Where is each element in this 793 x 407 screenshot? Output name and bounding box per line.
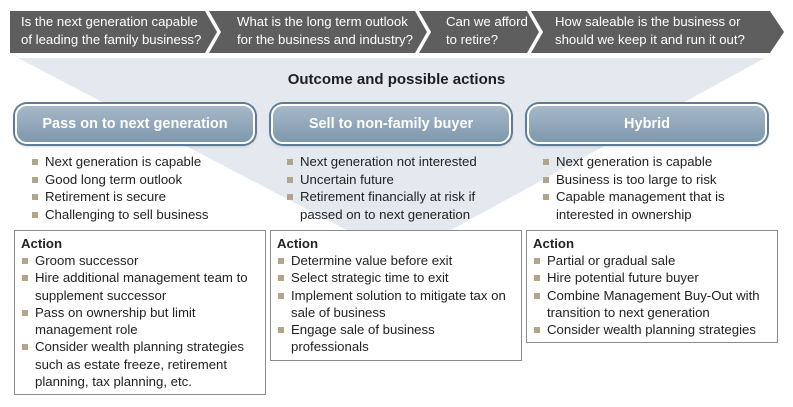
- condition-item: Uncertain future: [286, 171, 491, 189]
- action-heading: Action: [277, 236, 319, 251]
- condition-item: Next generation not interested: [286, 153, 491, 171]
- outcome-title: Outcome and possible actions: [287, 71, 506, 88]
- hybrid-action-box: Action Partial or gradual sale Hire pote…: [526, 230, 778, 344]
- condition-item: Good long term outlook: [31, 171, 231, 189]
- question-1: Is the next generation capable of leadin…: [21, 14, 202, 47]
- condition-item: Retirement financially at risk if passed…: [286, 188, 491, 223]
- pass-on-conditions: Next generation is capable Good long ter…: [31, 153, 231, 224]
- question-chevron-3: [419, 11, 539, 53]
- question-3: Can we afford to retire?: [446, 14, 528, 47]
- sell-conditions: Next generation not interested Uncertain…: [286, 153, 491, 224]
- hybrid-conditions: Next generation is capable Business is t…: [542, 153, 752, 224]
- condition-item: Next generation is capable: [31, 153, 231, 171]
- action-item: Combine Management Buy-Out with transiti…: [533, 287, 771, 322]
- action-item: Hire potential future buyer: [533, 269, 771, 286]
- action-item: Groom successor: [21, 252, 259, 269]
- action-heading: Action: [21, 236, 63, 251]
- action-item: Select strategic time to exit: [277, 269, 515, 286]
- action-item: Implement solution to mitigate tax on sa…: [277, 287, 515, 322]
- condition-item: Retirement is secure: [31, 188, 231, 206]
- outcome-pass-on-pill: Pass on to next generation: [15, 104, 255, 144]
- action-item: Partial or gradual sale: [533, 252, 771, 269]
- action-item: Hire additional management team to suppl…: [21, 269, 259, 304]
- question-chevron-1: [10, 11, 217, 53]
- question-4: How saleable is the business or should w…: [555, 14, 745, 47]
- action-item: Consider wealth planning strategies: [533, 321, 771, 338]
- outcome-hybrid-pill: Hybrid: [527, 104, 767, 144]
- condition-item: Capable management that is interested in…: [542, 188, 752, 223]
- action-item: Determine value before exit: [277, 252, 515, 269]
- question-chevron-4: [531, 11, 784, 53]
- pass-on-action-box: Action Groom successor Hire additional m…: [14, 230, 266, 396]
- action-item: Consider wealth planning strategies such…: [21, 338, 259, 390]
- action-item: Engage sale of business professionals: [277, 321, 515, 356]
- action-heading: Action: [533, 236, 575, 251]
- condition-item: Challenging to sell business: [31, 206, 231, 224]
- sell-action-box: Action Determine value before exit Selec…: [270, 230, 522, 361]
- condition-item: Business is too large to risk: [542, 171, 752, 189]
- condition-item: Next generation is capable: [542, 153, 752, 171]
- question-2: What is the long term outlook for the bu…: [237, 14, 413, 47]
- action-item: Pass on ownership but limit management r…: [21, 304, 259, 339]
- question-chevron-2: [209, 11, 427, 53]
- outcome-sell-pill: Sell to non-family buyer: [271, 104, 511, 144]
